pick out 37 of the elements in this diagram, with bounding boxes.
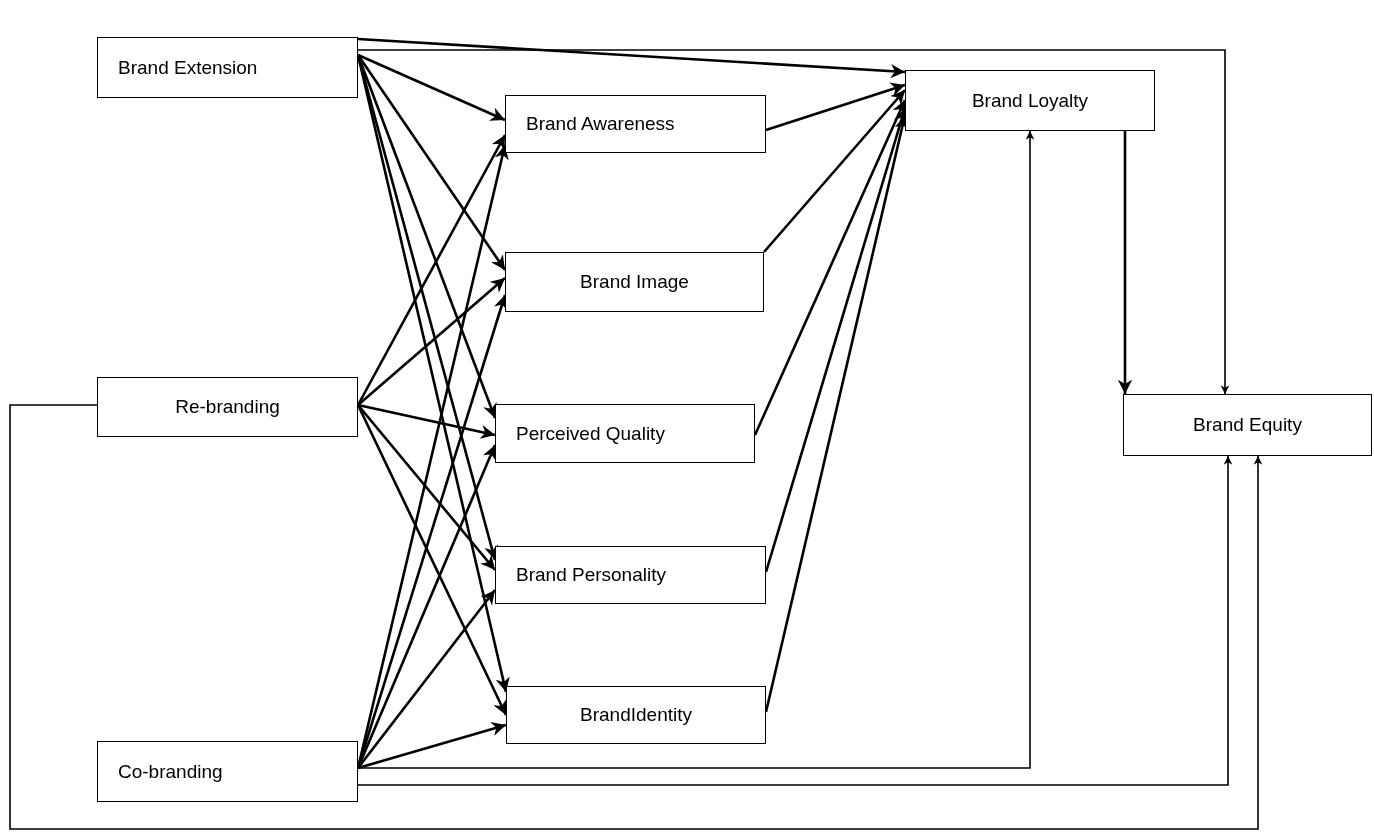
arrow [356,54,497,419]
concept-box [905,70,1155,131]
concept-box [97,741,358,802]
arrow [356,404,508,716]
arrow [357,277,506,406]
concept-label: Brand Awareness [526,113,675,135]
concept-box [97,377,358,437]
arrow [357,49,1230,395]
concept-label: Brand Loyalty [971,89,1089,112]
arrow [9,404,1263,830]
concept-box [495,404,755,463]
arrow [753,99,907,436]
concept-box [97,37,358,98]
arrow [356,134,507,406]
arrow [357,37,906,79]
arrow [1117,131,1133,394]
arrow [357,130,1035,769]
concept-box [1123,394,1372,456]
concept-label: Brand Personality [516,564,666,586]
concept-label: Re-branding [175,396,280,418]
arrow [765,82,906,132]
concept-label: Brand Equity [1193,414,1302,436]
arrow [357,403,496,439]
concept-box [505,252,764,312]
arrow [357,53,506,122]
arrow [763,89,906,253]
concept-label: Brand Image [580,271,689,293]
concept-box [506,686,766,744]
concept-box [505,95,766,153]
concept-label: Co-branding [118,760,223,783]
concept-label: Brand Extension [118,56,258,79]
concept-label: Perceived Quality [516,422,665,445]
arrow [357,722,507,770]
arrow [357,455,1233,786]
concept-box [495,546,766,604]
arrow [357,404,496,571]
concept-label: BrandIdentity [580,704,692,726]
